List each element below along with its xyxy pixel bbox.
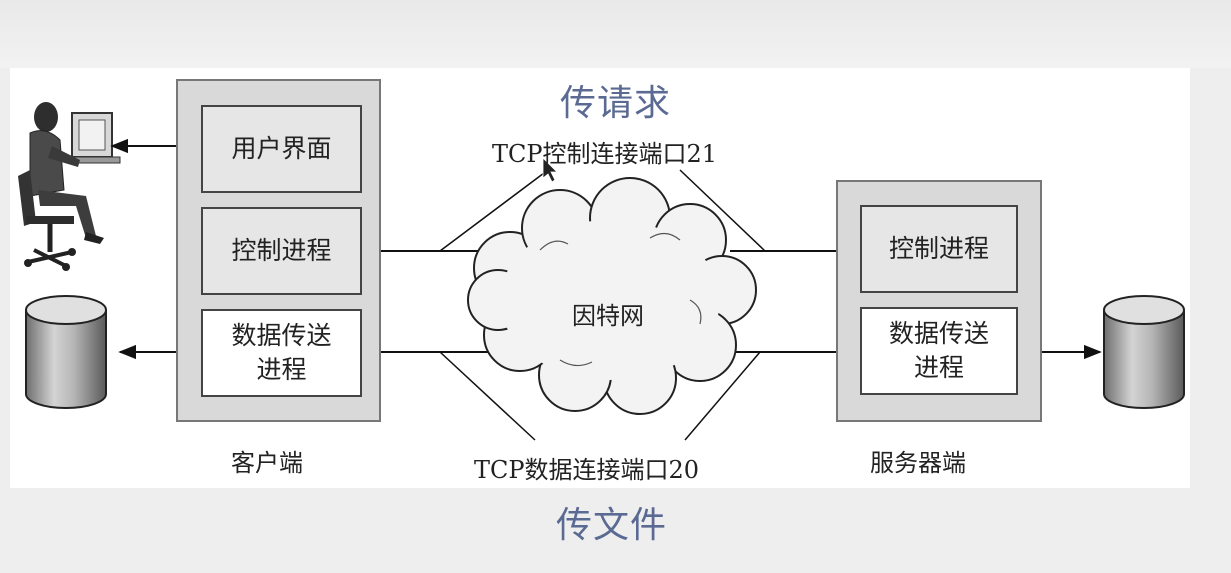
client-caption: 客户端	[231, 449, 303, 477]
server-database-icon	[1103, 295, 1185, 409]
client-control-process-box: 控制进程	[201, 207, 362, 295]
control-connection-label: TCP控制连接端口21	[492, 140, 718, 168]
server-data-process-box: 数据传送 进程	[860, 307, 1018, 395]
internet-cloud-icon	[467, 177, 757, 415]
client-database-icon	[25, 295, 107, 409]
top-band	[0, 0, 1231, 68]
server-caption: 服务器端	[870, 449, 966, 477]
client-data-process-box: 数据传送 进程	[201, 309, 362, 397]
mouse-cursor-icon	[542, 157, 558, 183]
client-user-interface-box: 用户界面	[201, 105, 362, 193]
user-at-computer-icon	[18, 102, 121, 271]
server-control-process-box: 控制进程	[860, 205, 1018, 293]
annotation-request: 传请求	[560, 83, 672, 124]
internet-label: 因特网	[572, 302, 644, 330]
annotation-file: 传文件	[556, 505, 668, 546]
data-connection-label: TCP数据连接端口20	[474, 456, 700, 484]
